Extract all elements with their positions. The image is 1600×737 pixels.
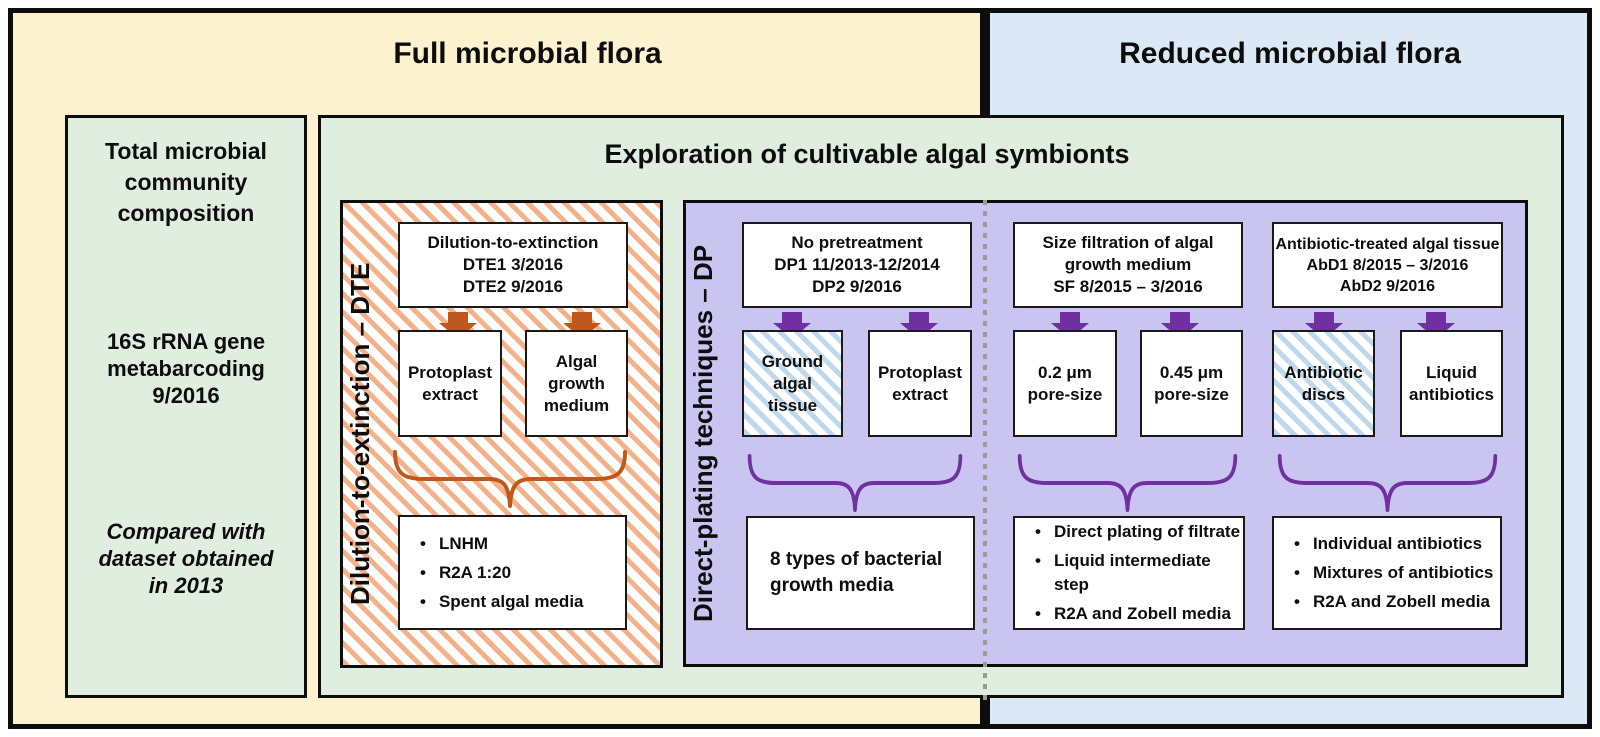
arrow-shaft [782, 312, 802, 323]
dte-source-box: Dilution-to-extinction DTE1 3/2016 DTE2 … [398, 222, 628, 308]
media-item-label: Liquid intermediate step [1053, 551, 1211, 594]
algal-growth-medium-box: Algal growth medium [525, 330, 628, 437]
media-item-label: LNHM [438, 533, 489, 553]
media-item: R2A and Zobell media [1035, 602, 1243, 626]
antibiotic-treated-source-box: Antibiotic-treated algal tissue AbD1 8/2… [1272, 222, 1503, 308]
arrow-shaft [448, 312, 468, 323]
media-item: Liquid intermediate step [1035, 549, 1243, 597]
comparison-note: Compared with dataset obtained in 2013 [98, 519, 274, 598]
media-item-label: R2A and Zobell media [1053, 604, 1231, 623]
exploration-panel: Exploration of cultivable algal symbiont… [318, 115, 1564, 698]
dp-side-label: Direct-plating techniques – DP [688, 244, 718, 623]
media-item-label: Spent algal media [438, 591, 584, 611]
total-community-panel: Total microbial community composition 16… [65, 115, 307, 698]
dp-brace [745, 453, 965, 513]
liquid-antibiotics-box: Liquid antibiotics [1400, 330, 1503, 437]
full-flora-title: Full microbial flora [393, 37, 662, 70]
pore-size-045-box: 0.45 μm pore-size [1140, 330, 1243, 437]
protoplast-extract-box: Protoplast extract [398, 330, 502, 437]
media-item-label: Individual antibiotics [1312, 534, 1483, 553]
media-item: LNHM [420, 532, 584, 556]
exploration-title: Exploration of cultivable algal symbiont… [604, 139, 1130, 169]
metabarcoding-label: 16S rRNA gene metabarcoding 9/2016 [106, 329, 266, 408]
ground-algal-tissue-box: Ground algal tissue [742, 330, 843, 437]
total-community-title: Total microbial community composition [105, 138, 267, 226]
arrow-shaft [1170, 312, 1190, 323]
dp-media-box: 8 types of bacterial growth media [746, 516, 975, 630]
media-item: R2A and Zobell media [1294, 590, 1493, 614]
media-item: Direct plating of filtrate [1035, 520, 1243, 544]
media-item-label: Mixtures of antibiotics [1312, 563, 1494, 582]
dp-brace [1015, 453, 1240, 513]
protoplast-extract-box: Protoplast extract [868, 330, 972, 437]
size-filtration-source-box: Size filtration of algal growth medium S… [1013, 222, 1243, 308]
flora-boundary-dotted-line [983, 200, 987, 702]
dte-brace [390, 449, 630, 509]
media-item-label: R2A 1:20 [438, 562, 512, 582]
reduced-flora-title: Reduced microbial flora [1119, 37, 1461, 70]
dte-media-list: LNHM R2A 1:20 Spent algal media [420, 532, 584, 614]
arrow-shaft [909, 312, 929, 323]
media-item: Individual antibiotics [1294, 532, 1493, 556]
media-item: Mixtures of antibiotics [1294, 561, 1493, 585]
media-item: R2A 1:20 [420, 561, 584, 585]
pore-size-02-box: 0.2 μm pore-size [1013, 330, 1117, 437]
arrow-shaft [572, 312, 592, 323]
filtration-media-list: Direct plating of filtrate Liquid interm… [1035, 520, 1243, 626]
dp-no-pretreatment-source-box: No pretreatment DP1 11/2013-12/2014 DP2 … [742, 222, 972, 308]
dte-side-label: Dilution-to-extinction – DTE [345, 262, 375, 606]
dp-brace [1275, 453, 1500, 513]
antibiotic-media-list: Individual antibiotics Mixtures of antib… [1294, 532, 1493, 614]
dte-panel: Dilution-to-extinction – DTE Dilution-to… [340, 200, 663, 668]
media-item-label: Direct plating of filtrate [1053, 522, 1241, 541]
media-item-label: R2A and Zobell media [1312, 592, 1490, 611]
arrow-shaft [1060, 312, 1080, 323]
antibiotic-media-box: Individual antibiotics Mixtures of antib… [1272, 516, 1502, 630]
antibiotic-discs-box: Antibiotic discs [1272, 330, 1375, 437]
arrow-shaft [1426, 312, 1446, 323]
arrow-shaft [1314, 312, 1334, 323]
dte-media-box: LNHM R2A 1:20 Spent algal media [398, 515, 627, 630]
media-item: Spent algal media [420, 590, 584, 614]
filtration-media-box: Direct plating of filtrate Liquid interm… [1013, 516, 1245, 630]
dp-panel: Direct-plating techniques – DP No pretre… [683, 200, 1528, 667]
